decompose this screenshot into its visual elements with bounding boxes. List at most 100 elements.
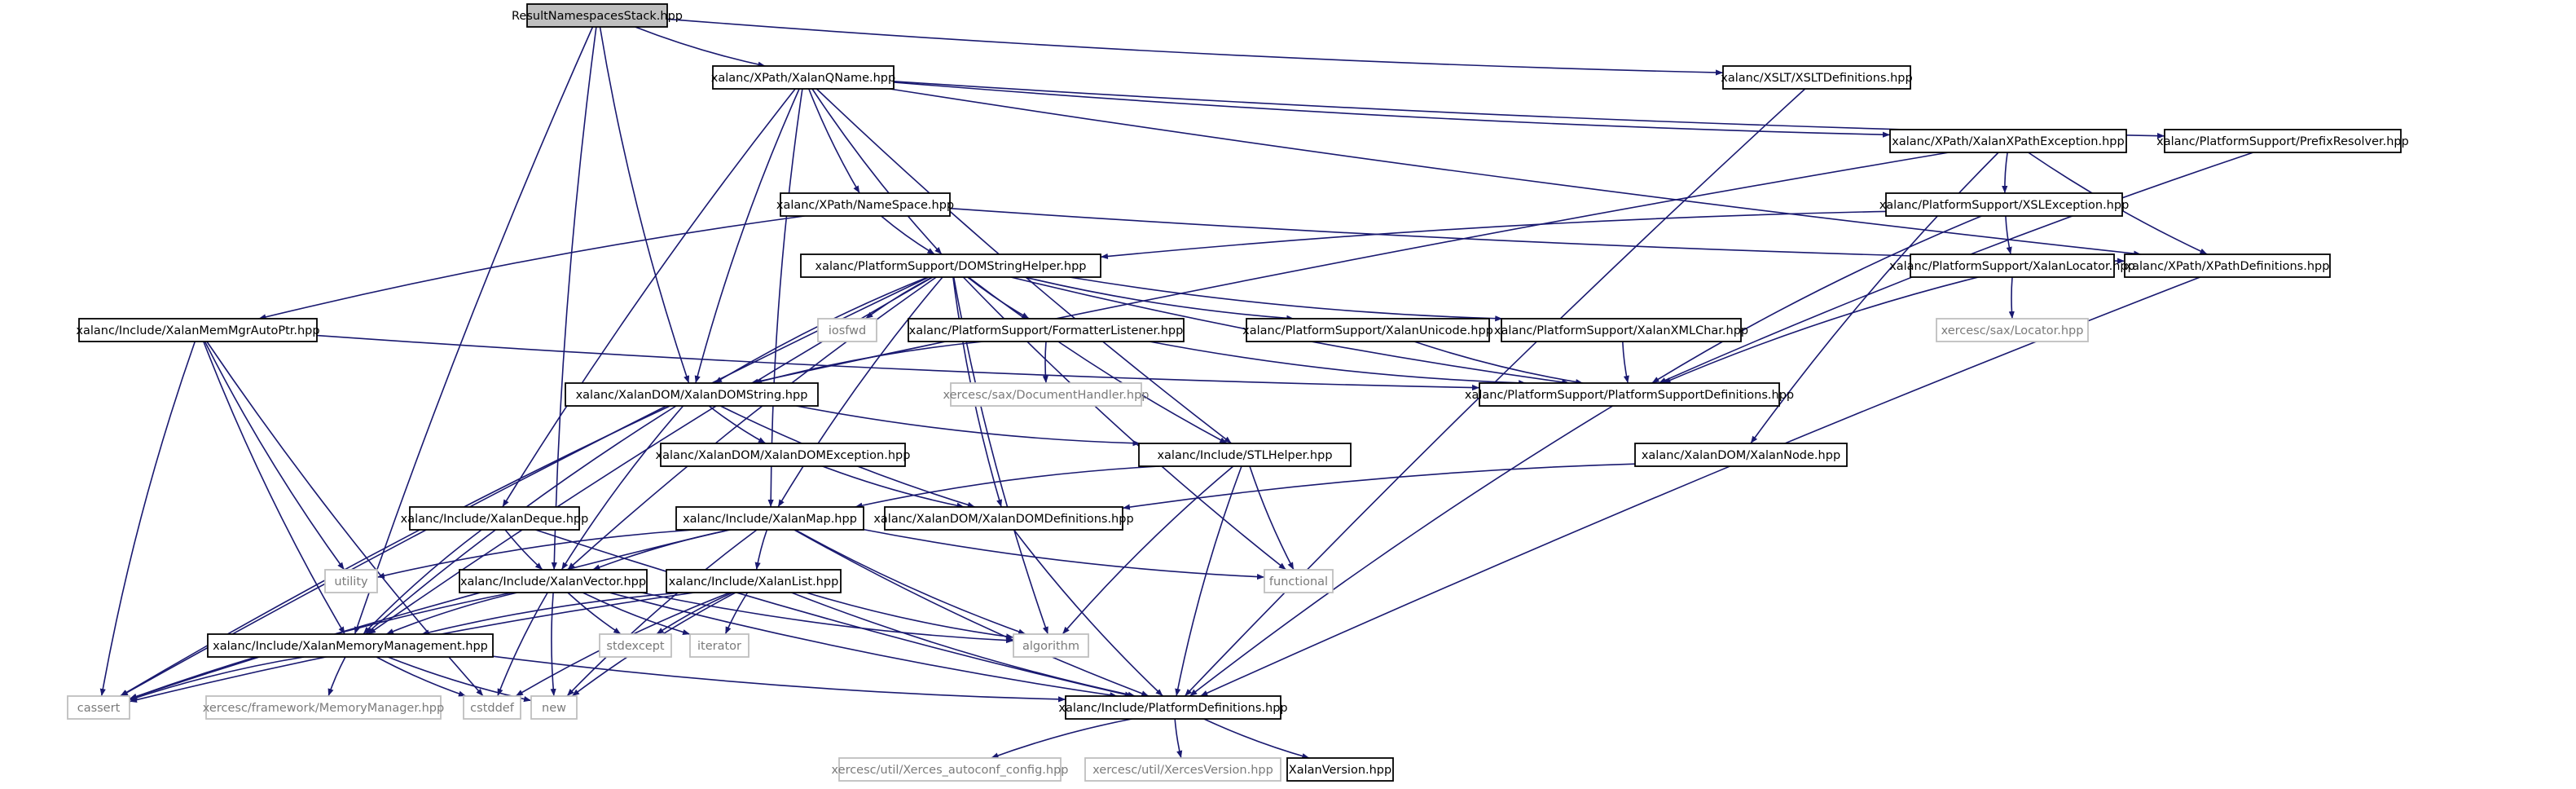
node-utility: utility bbox=[324, 569, 378, 593]
edge-map-to-new bbox=[566, 529, 758, 697]
edge-vector-to-algorithm bbox=[641, 592, 1014, 644]
node-label: iosfwd bbox=[829, 324, 866, 337]
node-box bbox=[1634, 443, 1848, 467]
edge-xslexc-to-locator bbox=[2005, 215, 2012, 255]
node-label: stdexcept bbox=[606, 640, 665, 653]
edge-deque-to-platdefs bbox=[535, 529, 1132, 698]
node-xslexc[interactable]: xalanc/PlatformSupport/XSLException.hpp bbox=[1879, 192, 2130, 217]
node-box bbox=[67, 695, 130, 720]
edge-domstring-to-stlhelper bbox=[796, 405, 1141, 447]
edge-domstrhelp-to-stlhelper bbox=[968, 276, 1228, 444]
node-label: xercesc/framework/MemoryManager.hpp bbox=[203, 702, 444, 715]
node-box bbox=[666, 569, 842, 593]
edge-fmtlist-to-domstring bbox=[754, 341, 983, 385]
node-namespace[interactable]: xalanc/XPath/NameSpace.hpp bbox=[776, 192, 954, 217]
node-box bbox=[780, 192, 951, 217]
node-vector[interactable]: xalanc/Include/XalanVector.hpp bbox=[459, 569, 648, 593]
node-box bbox=[530, 695, 578, 720]
node-domstring[interactable]: xalanc/XalanDOM/XalanDOMString.hpp bbox=[565, 382, 819, 407]
node-box bbox=[205, 695, 442, 720]
node-box bbox=[1286, 757, 1394, 782]
edge-qname-to-prefixres bbox=[893, 81, 2165, 139]
node-label: xalanc/Include/PlatformDefinitions.hpp bbox=[1058, 702, 1287, 715]
node-box bbox=[817, 318, 877, 342]
node-box bbox=[1889, 129, 2127, 153]
edge-qname-to-domstring bbox=[694, 88, 800, 384]
node-label: ResultNamespacesStack.hpp bbox=[512, 10, 683, 23]
node-psdefs[interactable]: xalanc/PlatformSupport/PlatformSupportDe… bbox=[1465, 382, 1794, 407]
node-label: cassert bbox=[77, 702, 121, 715]
edge-memmgmt-to-memmgr bbox=[327, 656, 346, 697]
edge-xpathexc-to-xalannode bbox=[1750, 152, 1999, 444]
edge-map-to-cassert bbox=[129, 529, 730, 700]
node-box bbox=[459, 569, 648, 593]
edge-deque-to-vector bbox=[504, 529, 543, 571]
node-box bbox=[1885, 192, 2123, 217]
node-box bbox=[1013, 633, 1089, 658]
node-box bbox=[660, 443, 906, 467]
node-label: xercesc/util/Xerces_autoconf_config.hpp bbox=[832, 764, 1069, 777]
edge-qname-to-domstrhelp bbox=[811, 88, 943, 255]
edge-psdefs-to-platdefs bbox=[1189, 405, 1614, 697]
edge-map-to-algorithm bbox=[794, 529, 1026, 635]
node-label: xalanc/XSLT/XSLTDefinitions.hpp bbox=[1721, 72, 1912, 85]
edge-domstring-to-domexc bbox=[708, 405, 767, 444]
node-map[interactable]: xalanc/Include/XalanMap.hpp bbox=[675, 506, 864, 531]
node-label: xalanc/Include/XalanDeque.hpp bbox=[401, 513, 589, 526]
node-xpathexc[interactable]: xalanc/XPath/XalanXPathException.hpp bbox=[1889, 129, 2127, 153]
node-box bbox=[565, 382, 819, 407]
edge-memauto-to-psdefs bbox=[316, 334, 1480, 391]
edge-platdefs-to-xalanver bbox=[1203, 718, 1310, 760]
node-qname[interactable]: xalanc/XPath/XalanQName.hpp bbox=[711, 65, 895, 90]
node-label: xalanc/XPath/XalanQName.hpp bbox=[711, 72, 895, 85]
node-box bbox=[2124, 253, 2331, 278]
edge-memmgmt-to-cstddef bbox=[376, 656, 467, 697]
node-list[interactable]: xalanc/Include/XalanList.hpp bbox=[666, 569, 842, 593]
edge-unicode-to-psdefs bbox=[1413, 341, 1584, 386]
node-xpathdefs[interactable]: xalanc/XPath/XPathDefinitions.hpp bbox=[2124, 253, 2331, 278]
node-label: xalanc/Include/XalanList.hpp bbox=[669, 575, 839, 588]
edge-vector-to-cstddef bbox=[497, 592, 548, 697]
node-memauto[interactable]: xalanc/Include/XalanMemMgrAutoPtr.hpp bbox=[76, 318, 320, 342]
node-box bbox=[409, 506, 580, 531]
node-xalanver[interactable]: XalanVersion.hpp bbox=[1286, 757, 1394, 782]
node-domdefs[interactable]: xalanc/XalanDOM/XalanDOMDefinitions.hpp bbox=[873, 506, 1134, 531]
node-stdexcept: stdexcept bbox=[599, 633, 672, 658]
node-xmlchar[interactable]: xalanc/PlatformSupport/XalanXMLChar.hpp bbox=[1494, 318, 1748, 342]
edge-domstring-to-cassert bbox=[120, 405, 670, 697]
node-label: xalanc/XalanDOM/XalanDOMString.hpp bbox=[576, 389, 808, 402]
node-stlhelper[interactable]: xalanc/Include/STLHelper.hpp bbox=[1138, 443, 1352, 467]
node-fmtlist[interactable]: xalanc/PlatformSupport/FormatterListener… bbox=[908, 318, 1185, 342]
node-label: xalanc/PlatformSupport/XalanUnicode.hpp bbox=[1242, 324, 1493, 337]
node-box bbox=[1065, 695, 1281, 720]
edge-root-to-memmgmt bbox=[354, 26, 594, 635]
edge-xmlchar-to-psdefs bbox=[1622, 341, 1629, 384]
node-new: new bbox=[530, 695, 578, 720]
node-root[interactable]: ResultNamespacesStack.hpp bbox=[512, 3, 683, 28]
edge-namespace-to-memauto bbox=[258, 215, 805, 320]
edge-deque-to-memmgmt bbox=[363, 529, 482, 635]
edge-vector-to-new bbox=[550, 592, 556, 697]
node-box bbox=[2164, 129, 2402, 153]
node-label: xercesc/util/XercesVersion.hpp bbox=[1092, 764, 1273, 777]
node-memmgmt[interactable]: xalanc/Include/XalanMemoryManagement.hpp bbox=[207, 633, 494, 658]
node-deque[interactable]: xalanc/Include/XalanDeque.hpp bbox=[401, 506, 589, 531]
node-label: xalanc/PlatformSupport/XalanXMLChar.hpp bbox=[1494, 324, 1748, 337]
node-platdefs[interactable]: xalanc/Include/PlatformDefinitions.hpp bbox=[1058, 695, 1288, 720]
node-locator[interactable]: xalanc/PlatformSupport/XalanLocator.hpp bbox=[1889, 253, 2135, 278]
edge-xpathexc-to-domstring bbox=[750, 152, 1950, 385]
node-box bbox=[1479, 382, 1780, 407]
node-prefixres[interactable]: xalanc/PlatformSupport/PrefixResolver.hp… bbox=[2156, 129, 2409, 153]
node-box bbox=[1264, 569, 1334, 593]
node-domstrhelp[interactable]: xalanc/PlatformSupport/DOMStringHelper.h… bbox=[800, 253, 1101, 278]
edge-stlhelper-to-platdefs bbox=[1175, 465, 1242, 697]
edge-vector-to-stdexcept bbox=[567, 592, 622, 635]
node-xsltdefs[interactable]: xalanc/XSLT/XSLTDefinitions.hpp bbox=[1721, 65, 1913, 90]
edge-vector-to-platdefs bbox=[609, 592, 1118, 699]
node-xalannode[interactable]: xalanc/XalanDOM/XalanNode.hpp bbox=[1634, 443, 1848, 467]
node-unicode[interactable]: xalanc/PlatformSupport/XalanUnicode.hpp bbox=[1242, 318, 1493, 342]
edge-domstrhelp-to-unicode bbox=[1024, 276, 1295, 321]
node-domexc[interactable]: xalanc/XalanDOM/XalanDOMException.hpp bbox=[656, 443, 911, 467]
edge-map-to-utility bbox=[376, 529, 694, 579]
